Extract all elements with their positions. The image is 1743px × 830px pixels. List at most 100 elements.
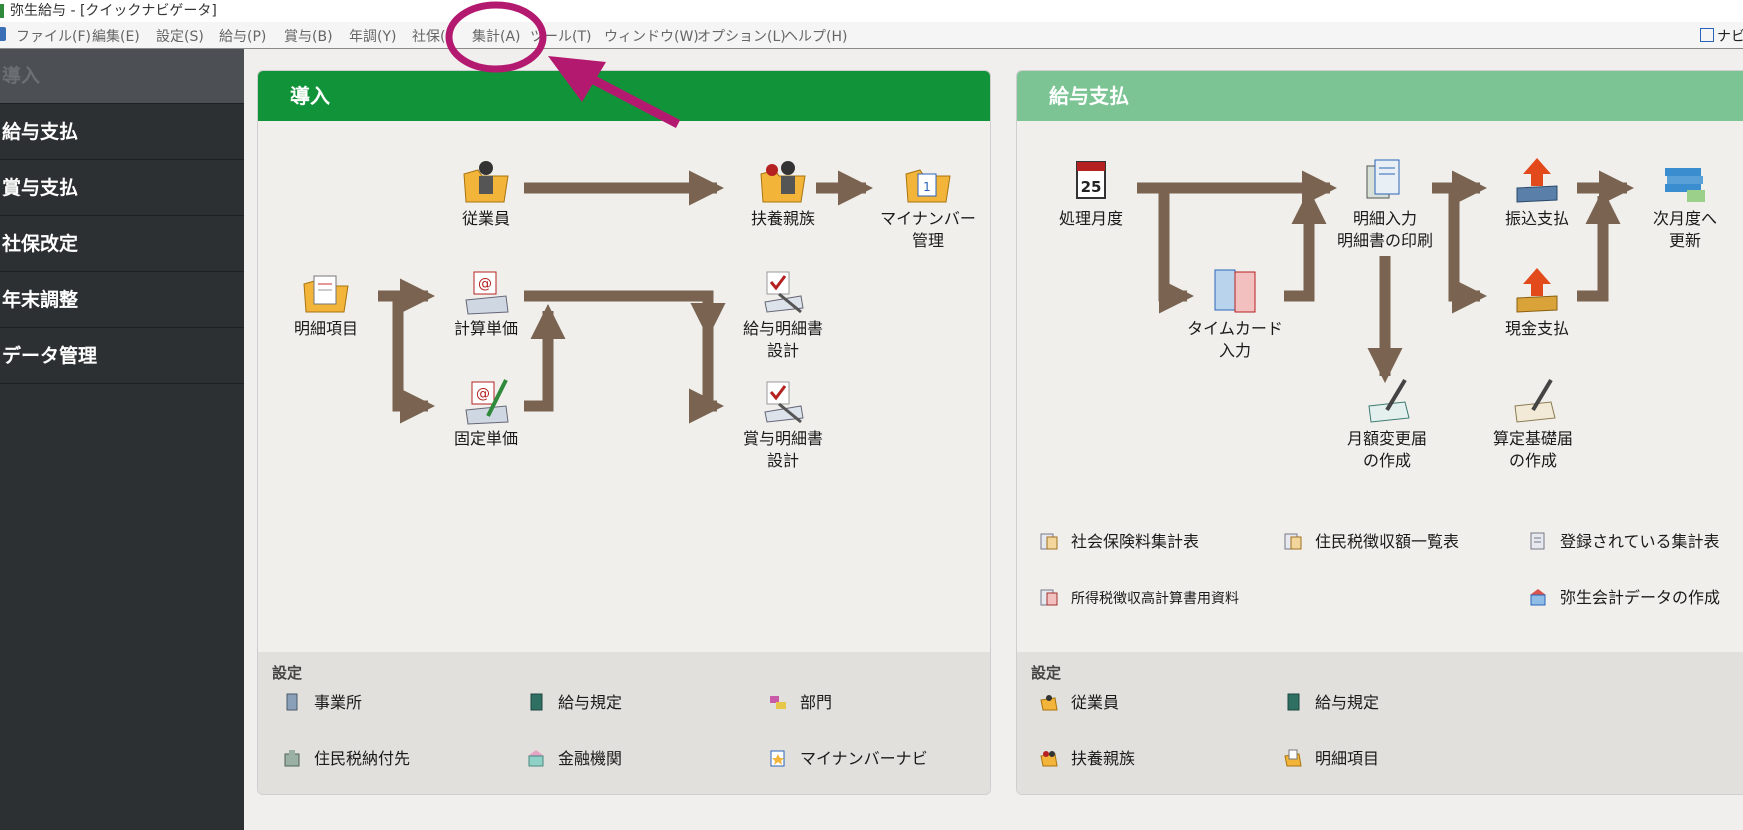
link-office[interactable]: 事業所	[282, 692, 362, 714]
node-items[interactable]: 明細項目	[286, 266, 366, 340]
report-icon	[1284, 533, 1302, 550]
node-detail-entry-label-2: 明細書の印刷	[1336, 231, 1433, 250]
next-month-icon	[1665, 168, 1705, 202]
node-processing-month[interactable]: 25 処理月度	[1041, 156, 1141, 230]
link-social-insurance-summary[interactable]: 社会保険料集計表	[1039, 531, 1199, 553]
menu-file[interactable]: ファイル(F)	[16, 29, 91, 45]
node-mynumber[interactable]: 1 マイナンバー 管理	[870, 156, 986, 252]
payroll-settings-area: 設定 従業員 給与規定 扶養親族 明細項目	[1017, 652, 1743, 794]
menu-bar: ファイル(F) 編集(E) 設定(S) 給与(P) 賞与(B) 年調(Y) 社保…	[0, 22, 1743, 49]
link-resident-tax-payee[interactable]: 住民税納付先	[282, 748, 410, 770]
svg-text:1: 1	[923, 180, 931, 194]
basis-form-icon	[1514, 378, 1556, 423]
sidebar-item-year-end[interactable]: 年末調整	[0, 273, 244, 328]
node-employee[interactable]: 従業員	[436, 156, 536, 230]
navi-button[interactable]: ナビ	[1700, 26, 1743, 46]
link-financial-institution[interactable]: 金融機関	[526, 748, 622, 770]
node-fixed-unit[interactable]: @ 固定単価	[436, 376, 536, 450]
calc-unit-icon: @	[465, 271, 509, 315]
fixed-unit-icon: @	[465, 379, 509, 425]
svg-text:@: @	[478, 276, 492, 292]
payroll-panel-header: 給与支払	[1017, 71, 1743, 121]
link-pay-rules[interactable]: 給与規定	[526, 692, 622, 714]
dependents-icon	[760, 161, 806, 203]
intro-panel-header: 導入	[258, 71, 990, 121]
building-icon	[286, 693, 298, 711]
sidebar: 導入 給与支払 賞与支払 社保改定 年末調整 データ管理	[0, 49, 244, 830]
menu-help[interactable]: ヘルプ(H)	[784, 29, 848, 45]
node-monthly-change[interactable]: 月額変更届 の作成	[1329, 376, 1445, 472]
report-icon	[1530, 532, 1545, 550]
window-title: 弥生給与 - [クイックナビゲータ]	[10, 3, 217, 19]
menu-payroll[interactable]: 給与(P)	[219, 29, 267, 45]
node-bonus-slip-label-2: 設計	[766, 451, 799, 470]
node-transfer-payment[interactable]: 振込支払	[1487, 156, 1587, 230]
node-cash-payment[interactable]: 現金支払	[1487, 266, 1587, 340]
link-mynumber-navi[interactable]: マイナンバーナビ	[768, 748, 928, 770]
node-detail-entry[interactable]: 明細入力 明細書の印刷	[1317, 156, 1453, 252]
node-detail-entry-label-1: 明細入力	[1352, 209, 1417, 228]
sidebar-item-intro[interactable]: 導入	[0, 49, 244, 104]
accounting-data-icon	[1530, 589, 1546, 606]
menu-edit[interactable]: 編集(E)	[92, 29, 140, 45]
node-mynumber-label-1: マイナンバー	[880, 209, 976, 228]
report-icon	[1040, 589, 1058, 606]
link-yayoi-accounting-data[interactable]: 弥生会計データの作成	[1528, 587, 1720, 609]
node-dependents[interactable]: 扶養親族	[728, 156, 838, 230]
node-timecard-label-1: タイムカード	[1187, 319, 1283, 338]
sidebar-item-payroll[interactable]: 給与支払	[0, 105, 244, 160]
menu-social-insurance[interactable]: 社保(	[412, 29, 446, 45]
node-calc-unit[interactable]: @ 計算単価	[436, 266, 536, 340]
bank-icon	[528, 750, 544, 767]
navi-icon	[1700, 28, 1714, 42]
menu-window[interactable]: ウィンドウ(W)	[604, 29, 699, 45]
timecard-icon	[1214, 269, 1256, 313]
book-icon	[530, 693, 543, 711]
link-detail-items[interactable]: 明細項目	[1283, 748, 1379, 770]
node-basis-form-label-2: の作成	[1508, 451, 1557, 470]
calendar-icon: 25	[1076, 161, 1106, 199]
svg-text:25: 25	[1081, 178, 1102, 196]
sidebar-item-bonus[interactable]: 賞与支払	[0, 161, 244, 216]
node-pay-slip[interactable]: 給与明細書 設計	[728, 266, 838, 362]
payroll-panel: 給与支払 25 処理月度 タイムカード 入力 明細入力 明細書の印刷 振込支払 …	[1016, 70, 1743, 795]
link-department[interactable]: 部門	[768, 692, 832, 714]
mynumber-navi-icon	[770, 750, 785, 767]
sidebar-item-data-management[interactable]: データ管理	[0, 329, 244, 384]
link-income-tax-material[interactable]: 所得税徴収高計算書用資料	[1039, 587, 1239, 610]
menu-tools[interactable]: ツール(T)	[530, 29, 592, 45]
node-timecard[interactable]: タイムカード 入力	[1177, 266, 1293, 362]
node-bonus-slip[interactable]: 賞与明細書 設計	[728, 376, 838, 472]
menu-year-end[interactable]: 年調(Y)	[349, 29, 397, 45]
node-calc-unit-label: 計算単価	[453, 319, 518, 338]
node-employee-label: 従業員	[461, 209, 510, 228]
menu-aggregate[interactable]: 集計(A)	[472, 29, 521, 45]
intro-settings-area: 設定 事業所 給与規定 部門 住民税納付先 金融機関 マイナンバーナビ	[258, 652, 990, 794]
node-next-month[interactable]: 次月度へ 更新	[1635, 156, 1735, 252]
node-processing-month-label: 処理月度	[1058, 209, 1123, 228]
payslip-entry-icon	[1366, 159, 1400, 199]
menu-settings[interactable]: 設定(S)	[156, 29, 204, 45]
document-icon[interactable]	[0, 27, 6, 41]
node-basis-form[interactable]: 算定基礎届 の作成	[1475, 376, 1591, 472]
book-icon	[1287, 693, 1300, 711]
sidebar-item-social-revision[interactable]: 社保改定	[0, 217, 244, 272]
link-payroll-rules[interactable]: 給与規定	[1283, 692, 1379, 714]
menu-options[interactable]: オプション(L)	[697, 29, 786, 45]
link-dependents[interactable]: 扶養親族	[1039, 748, 1135, 770]
dependents-folder-icon	[1040, 751, 1058, 767]
node-transfer-payment-label: 振込支払	[1504, 209, 1569, 228]
svg-text:@: @	[476, 386, 490, 402]
node-monthly-change-label-2: の作成	[1362, 451, 1411, 470]
link-employee[interactable]: 従業員	[1039, 692, 1119, 714]
link-registered-reports[interactable]: 登録されている集計表	[1528, 531, 1720, 553]
node-pay-slip-label-2: 設計	[766, 341, 799, 360]
intro-settings-title: 設定	[272, 664, 303, 682]
menu-bonus[interactable]: 賞与(B)	[284, 29, 333, 45]
city-hall-icon	[284, 750, 300, 767]
items-icon	[303, 275, 349, 313]
node-next-month-label-2: 更新	[1668, 231, 1701, 250]
node-fixed-unit-label: 固定単価	[453, 429, 518, 448]
report-icon	[1040, 533, 1058, 550]
link-resident-tax-list[interactable]: 住民税徴収額一覧表	[1283, 531, 1459, 553]
